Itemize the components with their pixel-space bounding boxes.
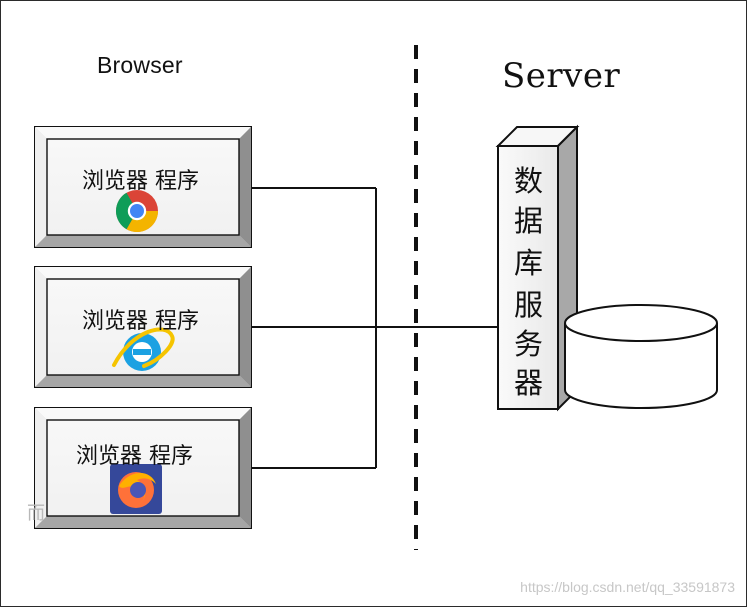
faint-watermark-glyph: 而 [27,503,45,524]
watermark-text: https://blog.csdn.net/qq_33591873 [520,579,735,595]
internet-explorer-icon [112,327,175,371]
browser-program-label-2: 浏览器 程序 [82,309,199,334]
server-char-5: 务 [514,327,544,361]
server-char-1: 数 [514,164,544,198]
connection-lines [252,187,498,469]
firefox-icon [110,464,162,514]
server-char-2: 据 [514,204,544,238]
server-char-3: 库 [514,246,544,280]
browser-box-3 [34,407,252,529]
server-char-6: 器 [514,366,544,400]
browser-title: Browser [97,52,183,78]
database-cylinder [564,304,718,409]
chrome-icon [115,190,158,233]
server-char-4: 服 [514,288,544,322]
browser-program-label-1: 浏览器 程序 [82,169,199,194]
server-title: Server [502,56,621,96]
browser-program-label-3: 浏览器 程序 [76,444,193,469]
